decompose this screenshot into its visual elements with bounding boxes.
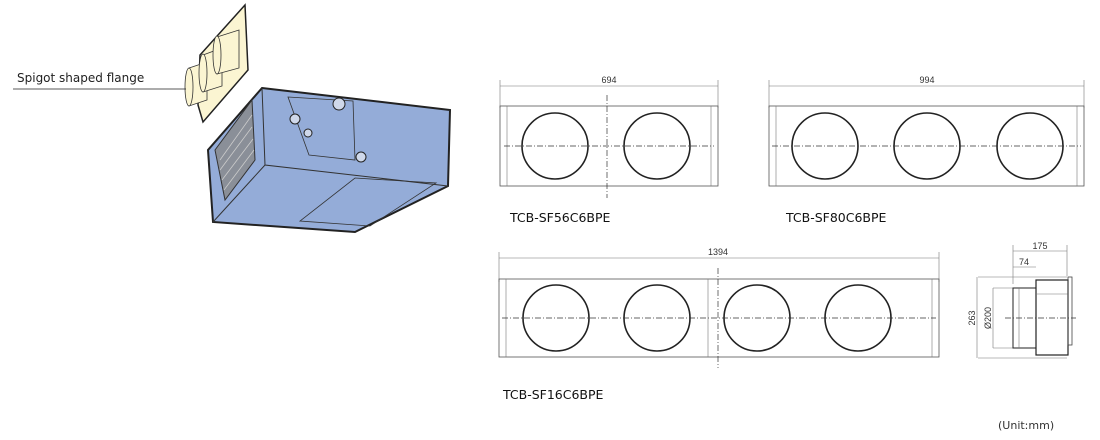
unit-illustration xyxy=(206,86,452,234)
diameter-dimension: Ø200 xyxy=(983,307,993,329)
width-dimension: 694 xyxy=(601,75,616,85)
drawing-tcb-sf16c6bpe: 1394 TCB-SF16C6BPE xyxy=(498,247,940,402)
width-dimension: 1394 xyxy=(708,247,728,257)
drawing-tcb-sf80c6bpe: 994 TCB-SF80C6BPE xyxy=(768,75,1085,225)
depth-dimension: 175 xyxy=(1032,241,1047,251)
model-label: TCB-SF80C6BPE xyxy=(785,210,887,225)
model-label: TCB-SF16C6BPE xyxy=(502,387,604,402)
width-dimension: 994 xyxy=(919,75,934,85)
height-dimension: 263 xyxy=(967,310,977,325)
drawing-tcb-sf56c6bpe: 694 TCB-SF56C6BPE xyxy=(499,75,719,225)
side-view-drawing: 175 74 263 Ø200 xyxy=(967,241,1076,359)
model-label: TCB-SF56C6BPE xyxy=(509,210,611,225)
spigot-flange-illustration xyxy=(184,3,249,124)
unit-note: (Unit:mm) xyxy=(998,419,1054,432)
callout-label: Spigot shaped flange xyxy=(17,71,144,85)
spigot-length-dimension: 74 xyxy=(1019,257,1029,267)
